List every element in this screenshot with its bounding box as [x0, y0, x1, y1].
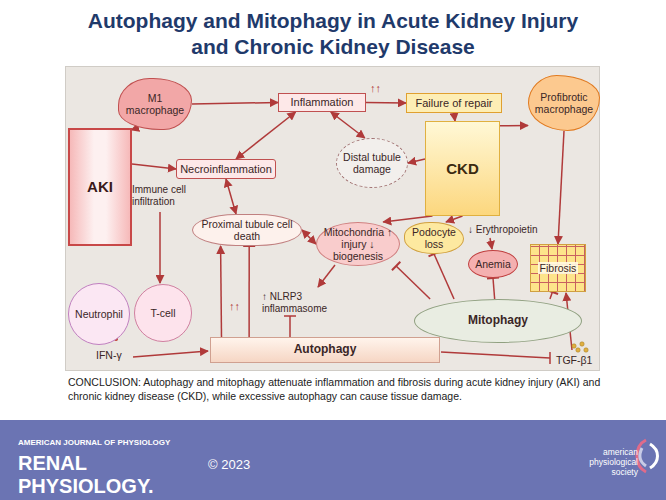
tubule-blob: Proximal tubule cell death — [192, 214, 302, 246]
inhibition-bar — [392, 262, 400, 271]
note-text: ↑ NLRP3 inflammasome — [262, 291, 348, 314]
tgf-dots — [572, 342, 588, 352]
podocyte-shape: Podocyte loss — [404, 222, 464, 254]
connector-line — [434, 254, 454, 299]
process-box: Failure of repair — [406, 93, 502, 113]
connector-line — [408, 159, 425, 163]
arrow-mark: ↑↑ — [229, 300, 245, 313]
journal-name: AMERICAN JOURNAL OF PHYSIOLOGY — [18, 438, 278, 447]
node-text: Podocyte loss — [408, 226, 460, 250]
connector-arrow — [226, 179, 236, 214]
connector-arrow — [331, 112, 365, 138]
node-text: T-cell — [150, 307, 175, 319]
node-text: Autophagy — [294, 343, 357, 357]
connector-line — [192, 103, 278, 104]
fibrosis-grid: Fibrosis — [530, 244, 586, 292]
connector-arrow — [366, 102, 406, 104]
node-text: Mitochondria ↑ injury ↓ biogenesis — [320, 226, 396, 262]
connector-arrow — [383, 216, 432, 222]
node-text: Necroinflammation — [180, 163, 272, 176]
node-text: CKD — [446, 160, 479, 177]
node-text: Fibrosis — [538, 262, 579, 274]
signal-label: IFN-γ — [96, 349, 136, 361]
title: Autophagy and Mitophagy in Acute Kidney … — [83, 8, 583, 61]
caption: CONCLUSION: Autophagy and mitophagy atte… — [68, 376, 603, 403]
node-text: Profibrotic macrophage — [532, 91, 596, 115]
node-text: Distal tubule damage — [340, 151, 404, 175]
connector-line — [331, 112, 365, 138]
note-text: ↓ Erythropoietin — [468, 224, 548, 236]
connector-line — [302, 230, 316, 244]
connector-line — [454, 113, 455, 121]
neutrophil-circle: Neutrophil — [68, 283, 130, 345]
connector-line — [220, 246, 222, 337]
connector-line — [383, 216, 432, 222]
inhibition-line — [429, 252, 455, 299]
connector-arrow — [408, 159, 425, 163]
connector-arrow — [302, 230, 316, 244]
connector-line — [558, 131, 564, 244]
connector-arrow — [500, 125, 528, 126]
node-text: Inflammation — [291, 96, 354, 109]
connector-line — [493, 278, 495, 299]
node-text: Failure of repair — [415, 97, 492, 110]
arrow-mark: ↑↑ — [370, 82, 390, 95]
connector-line — [500, 125, 528, 127]
connector-arrow — [132, 164, 176, 169]
red-cell-shape: Anemia — [468, 250, 518, 278]
signal-label: TGF-β1 — [556, 354, 600, 366]
journal-name: RENAL PHYSIOLOGY. — [18, 452, 218, 498]
node-text: Proximal tubule cell death — [196, 218, 298, 242]
copyright: © 2023 — [208, 458, 278, 473]
node-text: Mitophagy — [468, 314, 528, 328]
note-text: Immune cell infiltration — [132, 184, 210, 207]
inhibition-line — [392, 262, 430, 299]
macrophage-blob: M1 macrophage — [118, 78, 192, 130]
ckd-box: CKD — [425, 121, 500, 216]
node-text: Anemia — [475, 258, 511, 270]
connector-arrow — [446, 216, 463, 222]
inhibition-line — [243, 246, 255, 337]
node-text: Neutrophil — [75, 308, 123, 320]
connector-arrow — [558, 131, 564, 244]
connector-line — [226, 179, 236, 214]
connector-line — [366, 102, 406, 104]
connector-arrow — [454, 113, 455, 121]
tubule-oval: Distal tubule damage — [336, 138, 408, 188]
connector-line — [132, 164, 176, 169]
connector-arrow — [220, 246, 222, 337]
node-text: AKI — [87, 178, 113, 195]
aki-box: AKI — [68, 128, 132, 246]
macrophage-blob: Profibrotic macrophage — [528, 75, 600, 131]
process-box: Inflammation — [278, 93, 366, 112]
autophagy-bar: Autophagy — [210, 337, 440, 363]
process-box: Necroinflammation — [176, 159, 276, 179]
t-cell-circle: T-cell — [134, 284, 192, 342]
connector-line — [446, 216, 463, 222]
inhibition-line — [487, 278, 499, 299]
society-name: american physiological society — [568, 448, 638, 477]
connector-line — [248, 246, 250, 337]
connector-arrow — [192, 103, 278, 104]
connector-line — [396, 266, 430, 299]
connector-line — [550, 292, 552, 299]
mitochondrion-shape: Mitochondria ↑ injury ↓ biogenesis — [316, 222, 400, 266]
society-logo — [637, 440, 658, 472]
connector-line — [236, 112, 296, 159]
connector-arrow — [236, 112, 296, 159]
node-text: M1 macrophage — [122, 92, 188, 116]
